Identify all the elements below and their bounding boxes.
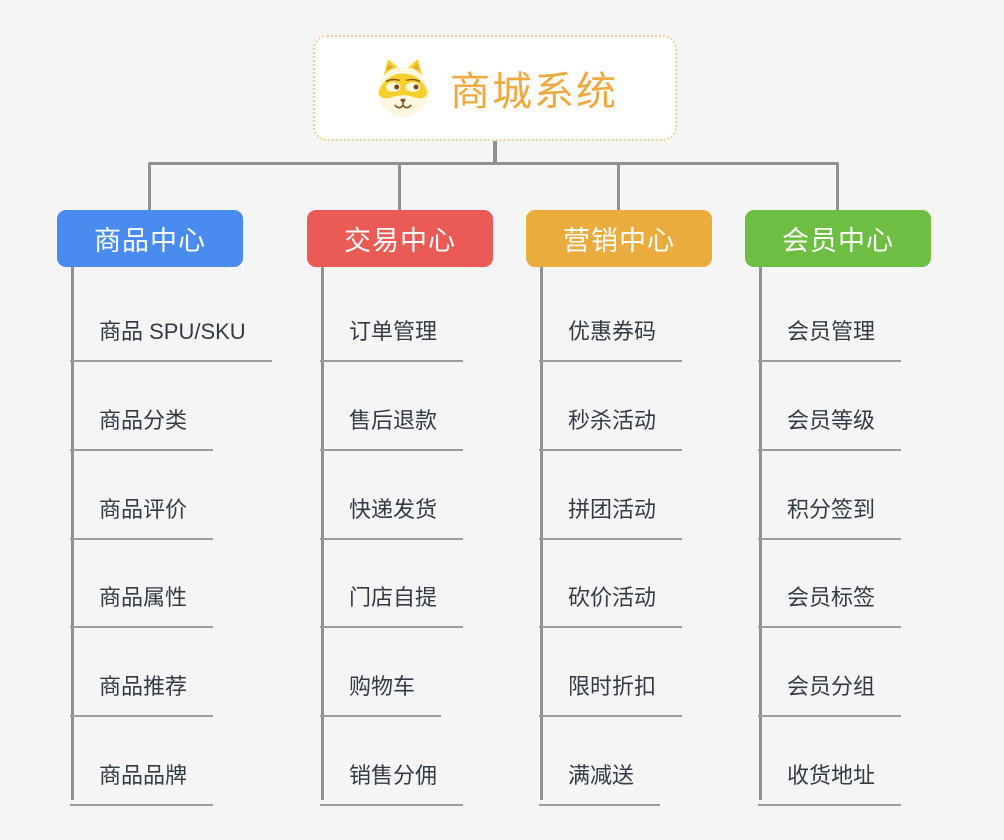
branch-trunk-line bbox=[321, 267, 324, 800]
leaf-node[interactable]: 积分签到 bbox=[758, 494, 902, 540]
connector-branch-stub bbox=[836, 163, 839, 210]
leaf-node[interactable]: 商品评价 bbox=[70, 494, 214, 540]
leaf-node[interactable]: 售后退款 bbox=[320, 405, 464, 451]
leaf-node[interactable]: 订单管理 bbox=[320, 316, 464, 362]
leaf-node[interactable]: 会员管理 bbox=[758, 316, 902, 362]
leaf-node[interactable]: 商品分类 bbox=[70, 405, 214, 451]
leaf-node[interactable]: 快递发货 bbox=[320, 494, 464, 540]
branch-trunk-line bbox=[540, 267, 543, 800]
leaf-node[interactable]: 限时折扣 bbox=[539, 671, 683, 717]
branch-trade-center: 交易中心 订单管理 售后退款 快递发货 门店自提 购物车 销售分佣 bbox=[307, 210, 493, 840]
leaf-node[interactable]: 会员分组 bbox=[758, 671, 902, 717]
branch-marketing-center: 营销中心 优惠券码 秒杀活动 拼团活动 砍价活动 限时折扣 满减送 bbox=[526, 210, 712, 840]
dog-face-icon bbox=[377, 59, 429, 118]
leaf-node[interactable]: 优惠券码 bbox=[539, 316, 683, 362]
branch-trunk-line bbox=[71, 267, 74, 800]
leaf-node[interactable]: 商品推荐 bbox=[70, 671, 214, 717]
connector-branch-stub bbox=[398, 163, 401, 210]
branch-node-member-center[interactable]: 会员中心 bbox=[745, 210, 931, 267]
branch-member-center: 会员中心 会员管理 会员等级 积分签到 会员标签 会员分组 收货地址 bbox=[745, 210, 931, 840]
branch-trunk-line bbox=[759, 267, 762, 800]
branch-node-product-center[interactable]: 商品中心 bbox=[57, 210, 243, 267]
root-node-label: 商城系统 bbox=[450, 70, 618, 114]
leaf-node[interactable]: 会员标签 bbox=[758, 582, 902, 628]
leaf-node[interactable]: 会员等级 bbox=[758, 405, 902, 451]
branch-node-trade-center[interactable]: 交易中心 bbox=[307, 210, 493, 267]
branch-node-marketing-center[interactable]: 营销中心 bbox=[526, 210, 712, 267]
connector-branch-stub bbox=[617, 163, 620, 210]
branch-product-center: 商品中心 商品 SPU/SKU 商品分类 商品评价 商品属性 商品推荐 商品品牌 bbox=[57, 210, 272, 840]
connector-horizontal-line bbox=[148, 162, 839, 165]
leaf-node[interactable]: 销售分佣 bbox=[320, 760, 464, 806]
leaf-node[interactable]: 秒杀活动 bbox=[539, 405, 683, 451]
leaf-node[interactable]: 商品品牌 bbox=[70, 760, 214, 806]
root-node[interactable]: 商城系统 bbox=[313, 35, 677, 141]
connector-root-stub bbox=[493, 139, 497, 164]
leaf-node[interactable]: 满减送 bbox=[539, 760, 661, 806]
leaf-node[interactable]: 收货地址 bbox=[758, 760, 902, 806]
leaf-node[interactable]: 砍价活动 bbox=[539, 582, 683, 628]
leaf-node[interactable]: 商品 SPU/SKU bbox=[70, 316, 272, 362]
leaf-node[interactable]: 购物车 bbox=[320, 671, 442, 717]
leaf-node[interactable]: 拼团活动 bbox=[539, 494, 683, 540]
leaf-node[interactable]: 门店自提 bbox=[320, 582, 464, 628]
leaf-node[interactable]: 商品属性 bbox=[70, 582, 214, 628]
connector-branch-stub bbox=[148, 163, 151, 210]
